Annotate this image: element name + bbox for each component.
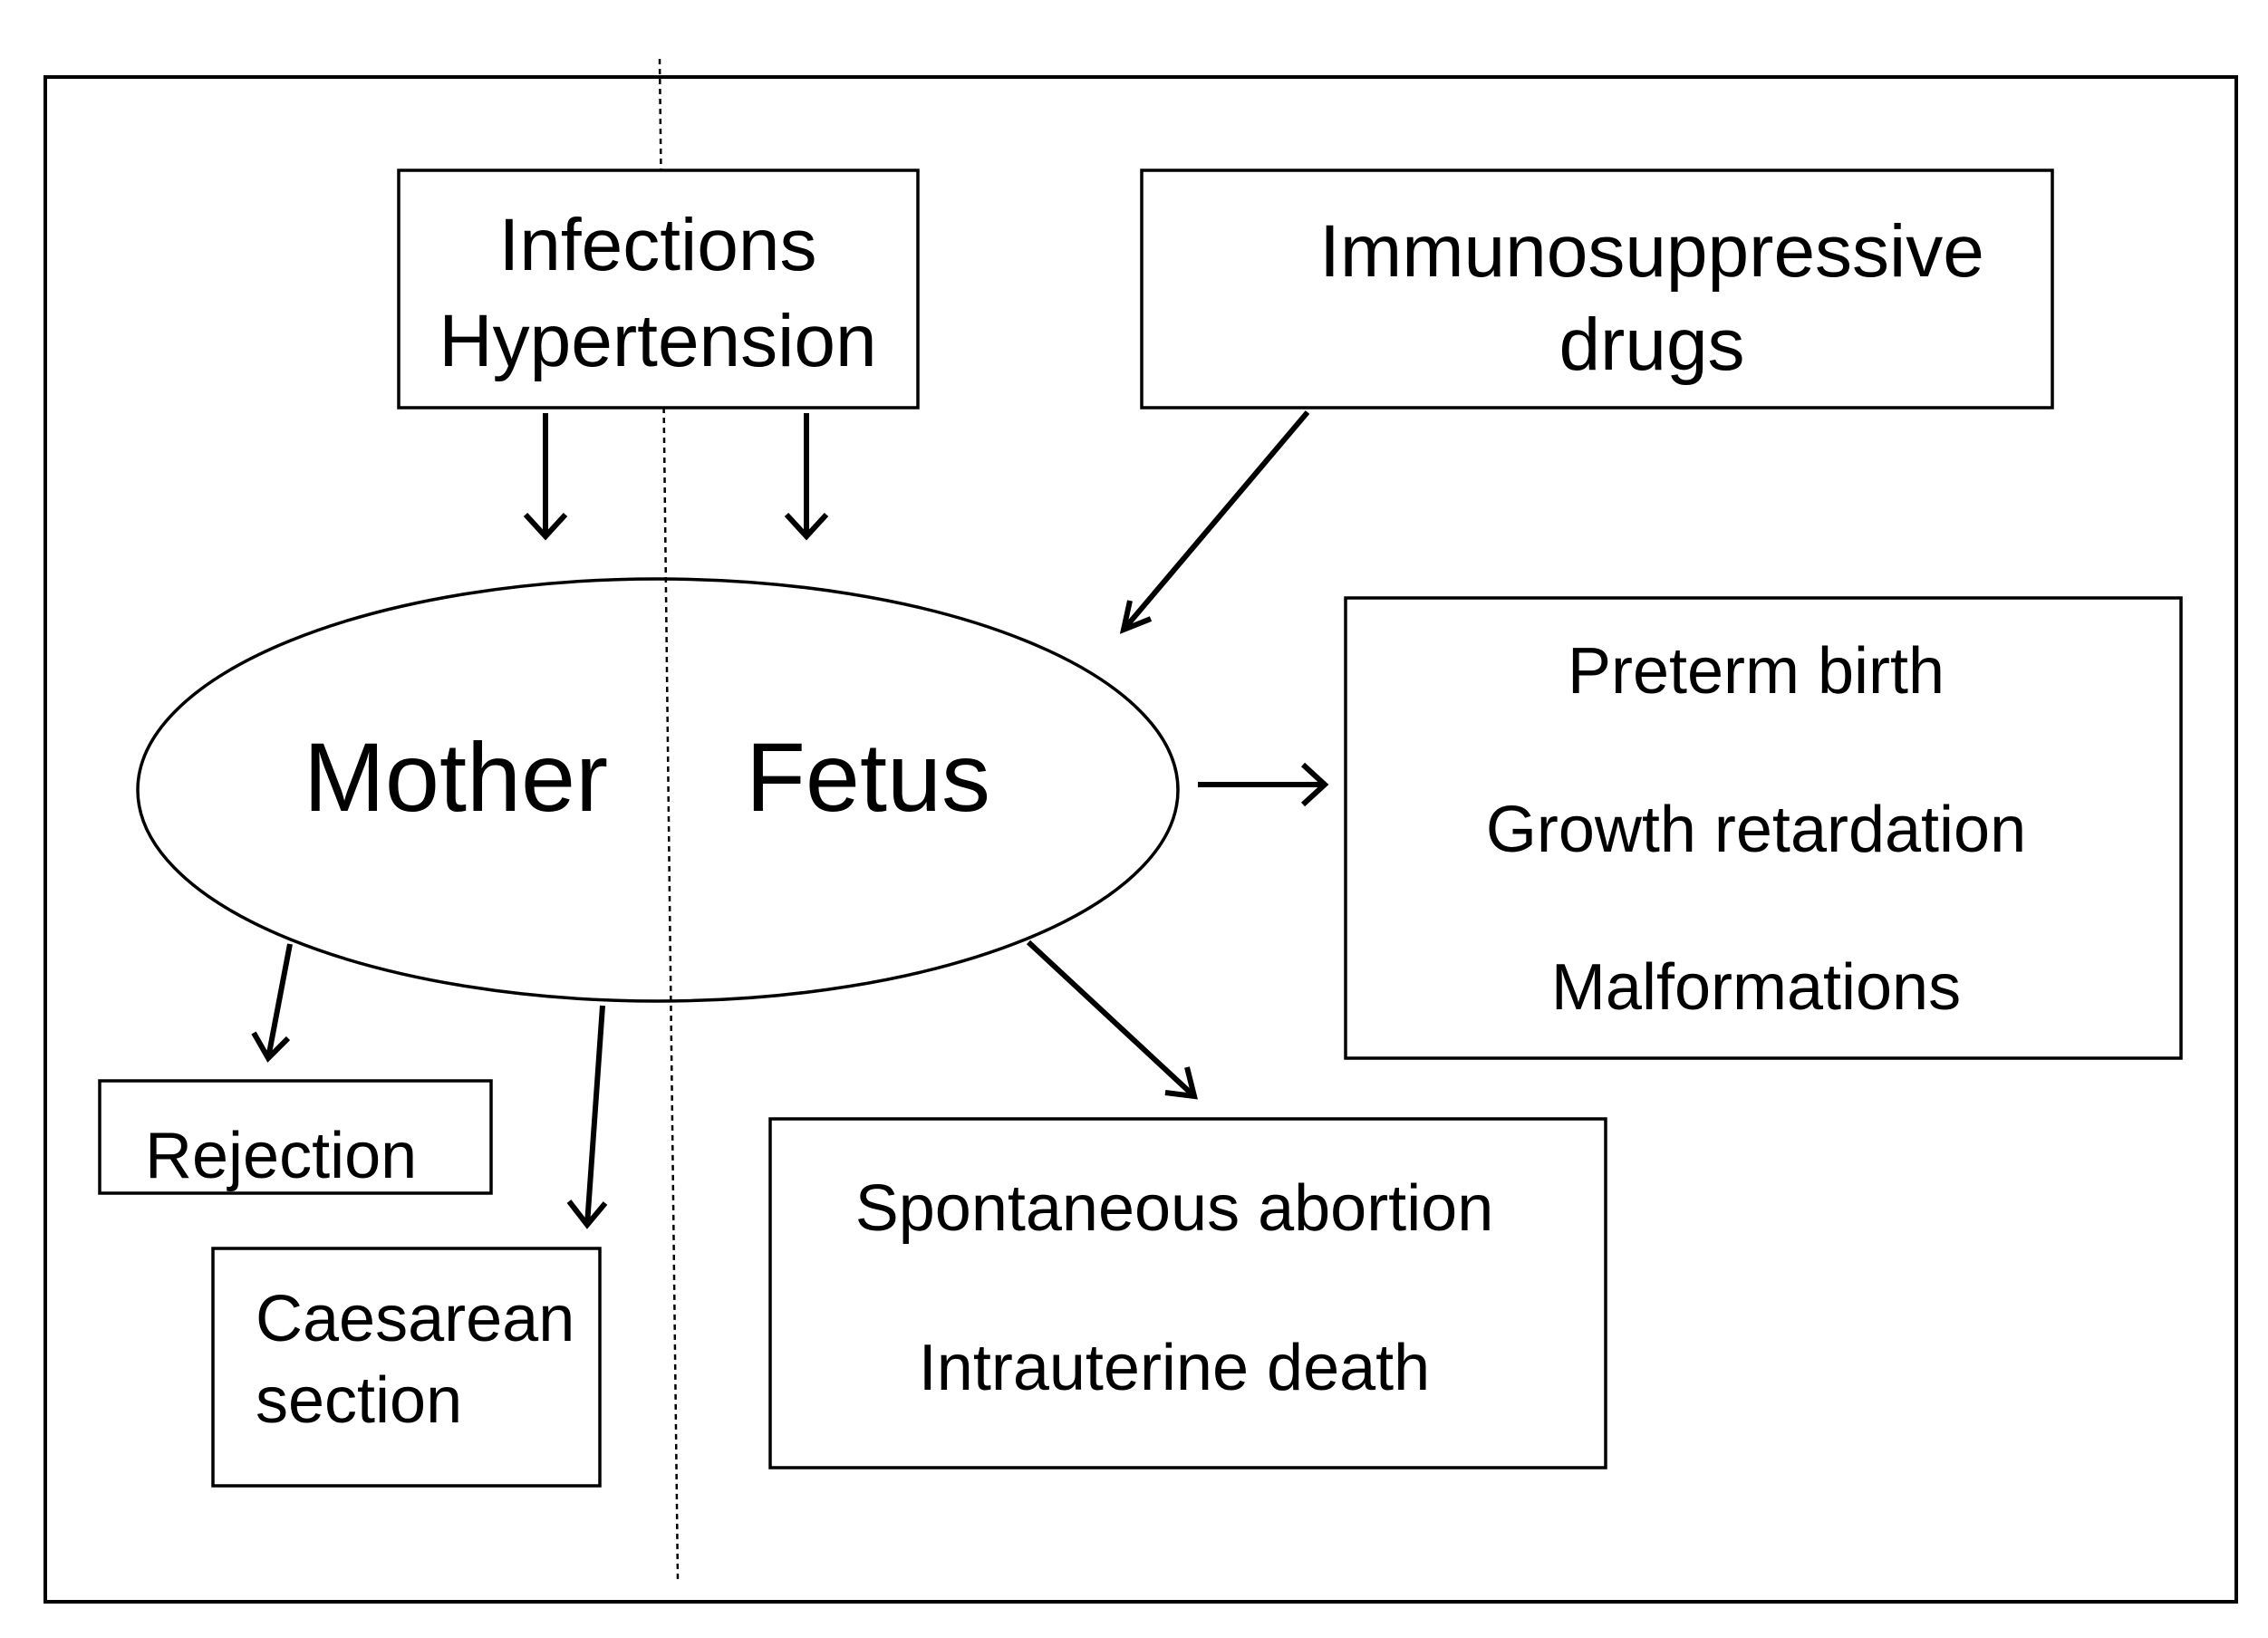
hypertension-label: Hypertension: [439, 300, 876, 382]
infections-label: Infections: [499, 204, 817, 286]
preterm-birth-label: Preterm birth: [1568, 635, 1945, 708]
arrow-infections-to-mother: [523, 413, 568, 541]
rejection-frame: [98, 1079, 493, 1195]
caesarean-section-box: Caesarean section: [211, 1247, 602, 1488]
immunosuppressive-label: Immunosuppressive: [1319, 210, 1984, 293]
section-label: section: [256, 1364, 462, 1437]
pregnancy-loss-box: Spontaneous abortion Intrauterine death: [768, 1117, 1607, 1469]
mother-label: Mother: [304, 722, 608, 832]
caesarean-section-frame: [211, 1247, 602, 1488]
outer-frame: [43, 75, 2238, 1604]
arrow-drugs-to-fetus: [1119, 410, 1310, 634]
arrow-to-pregnancy-loss: [1026, 939, 1198, 1100]
arrow-to-fetal-outcomes: [1198, 762, 1329, 807]
arrow-to-rejection: [251, 943, 293, 1063]
rejection-box: Rejection: [98, 1079, 493, 1195]
immunosuppressive-drugs-box: Immunosuppressive drugs: [1140, 169, 2054, 410]
immunosuppressive-drugs-frame: [1140, 169, 2054, 410]
malformations-label: Malformations: [1551, 951, 1961, 1024]
fetal-outcomes-box: Preterm birth Growth retardation Malform…: [1344, 596, 2183, 1060]
mother-fetus-ellipse: [136, 577, 1180, 1003]
infections-hypertension-frame: [397, 169, 920, 410]
caesarean-label: Caesarean: [256, 1283, 574, 1355]
drugs-label: drugs: [1559, 304, 1744, 386]
arrow-infections-to-fetus: [784, 413, 829, 541]
spontaneous-abortion-label: Spontaneous abortion: [855, 1172, 1494, 1245]
growth-retardation-label: Growth retardation: [1486, 794, 2026, 866]
pregnancy-loss-frame: [768, 1117, 1607, 1469]
fetus-label: Fetus: [746, 722, 990, 832]
fetal-outcomes-frame: [1344, 596, 2183, 1060]
intrauterine-death-label: Intrauterine death: [919, 1332, 1430, 1404]
arrow-to-caesarean: [566, 1005, 608, 1229]
rejection-label: Rejection: [145, 1120, 417, 1192]
infections-hypertension-box: Infections Hypertension: [397, 169, 920, 410]
